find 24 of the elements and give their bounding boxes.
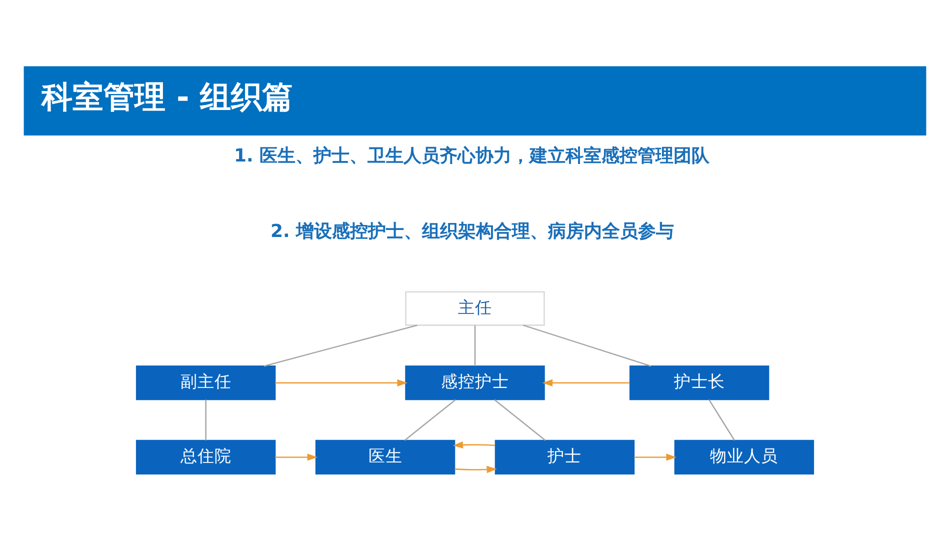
arrow [275, 379, 408, 386]
label: 1. 医生、护士、卫生人员齐心协力，建立科室感控管理团队 [234, 145, 710, 166]
connector [494, 399, 546, 441]
connector [474, 325, 476, 366]
node-box: 主任 [405, 291, 545, 326]
arrow [275, 454, 318, 461]
connector [708, 399, 735, 441]
connector [522, 324, 652, 367]
arrow [634, 454, 676, 461]
diagram-title: 科室管理 - 组织篇 [42, 80, 293, 116]
connector [264, 324, 418, 367]
connector [205, 400, 206, 440]
arrow [454, 466, 498, 474]
label: 2. 增设感控护士、组织架构合理、病房内全员参与 [270, 220, 674, 242]
node-box: 护士长 [629, 366, 770, 400]
node-box: 物业人员 [674, 440, 814, 475]
connector [404, 399, 456, 441]
node-box: 感控护士 [405, 366, 545, 400]
arrow [542, 379, 630, 386]
node-box: 护士 [494, 440, 635, 475]
node-box: 总住院 [136, 440, 276, 475]
arrow [452, 441, 496, 449]
node-box: 副主任 [136, 366, 276, 400]
node-box: 医生 [315, 440, 456, 475]
